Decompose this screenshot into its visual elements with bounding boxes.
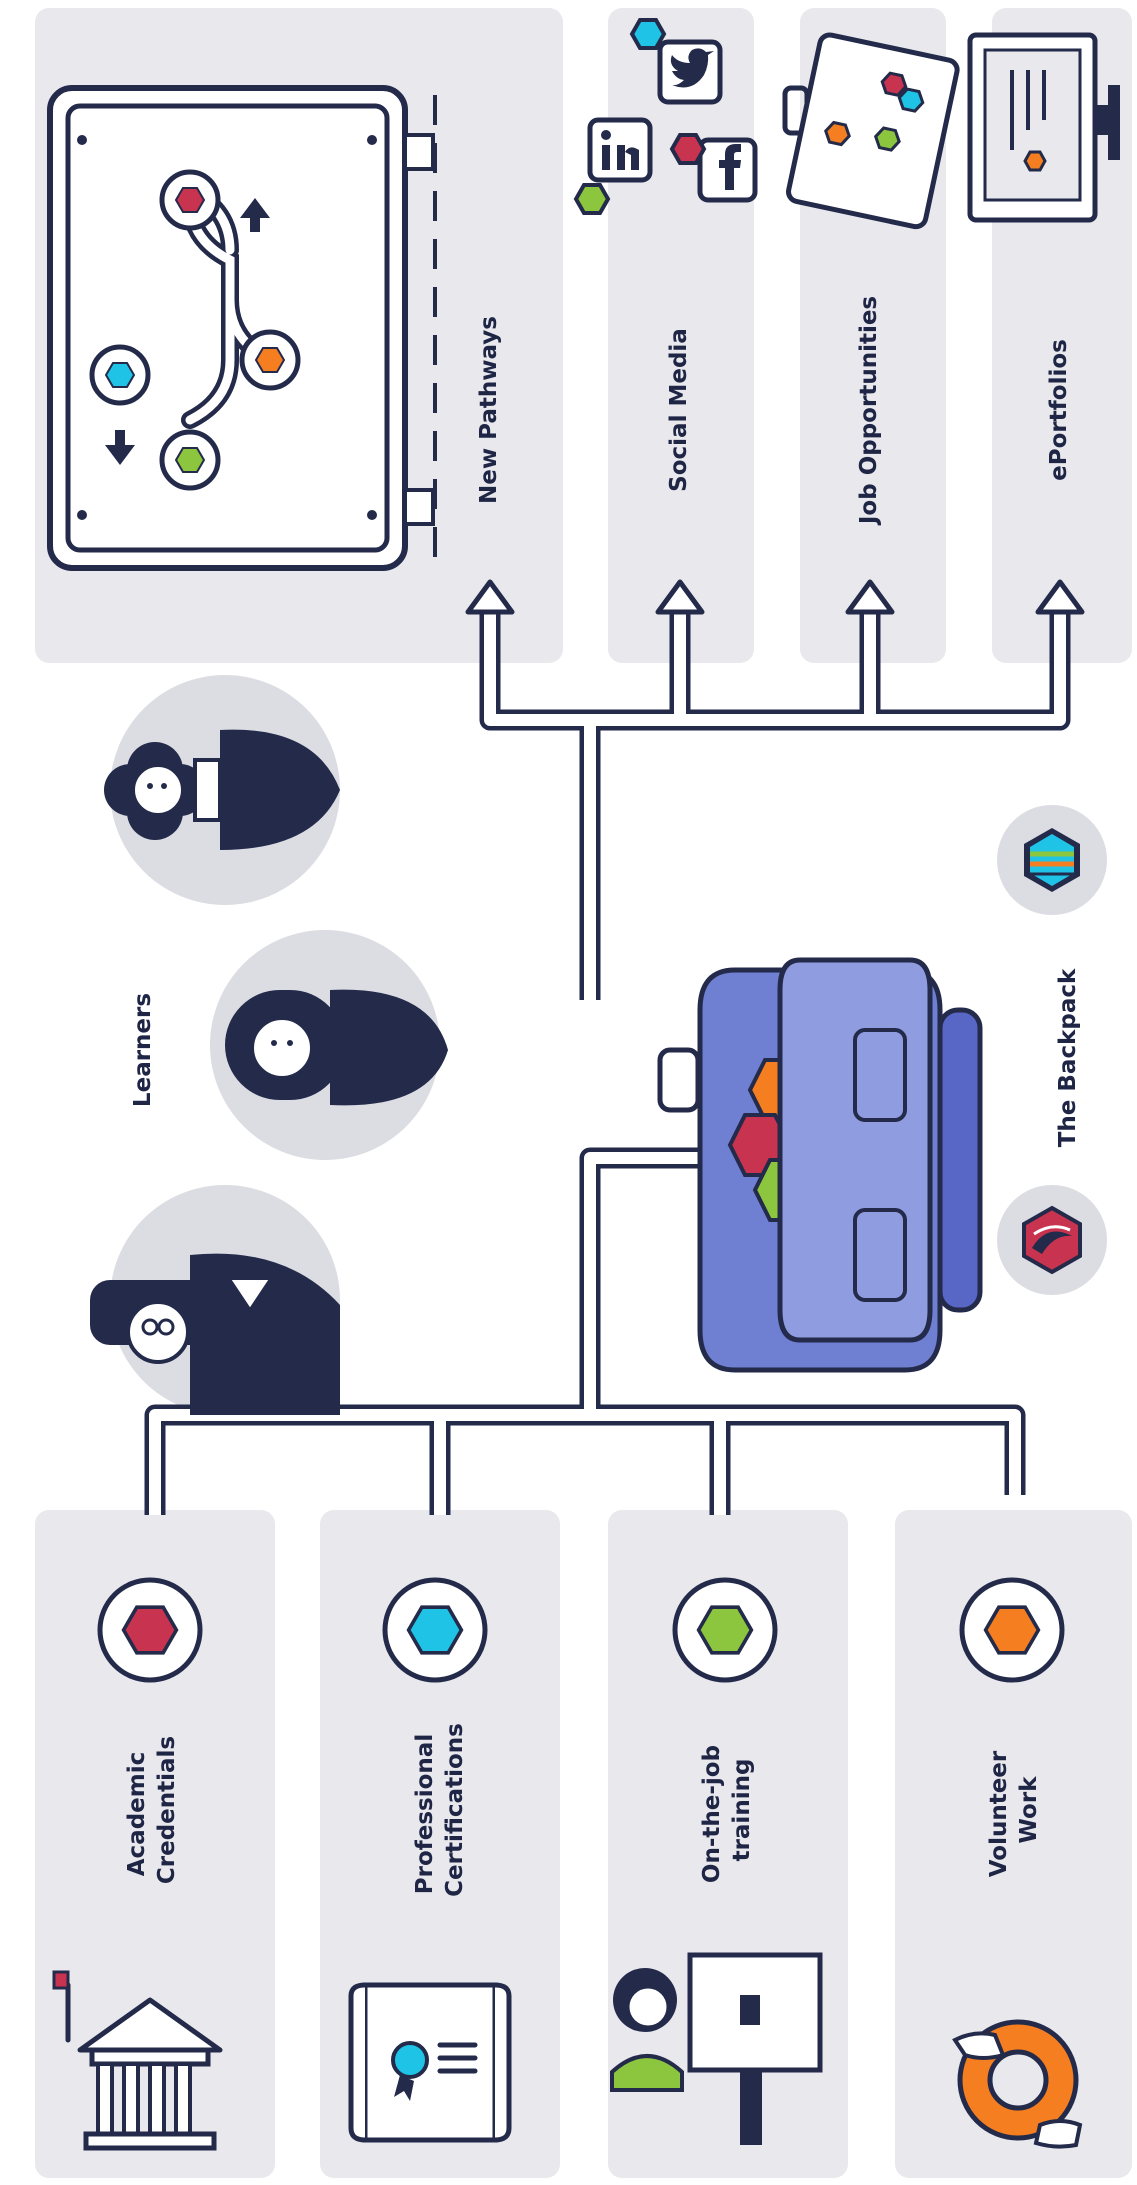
- badge-cyan-hexagon-icon: [385, 1580, 485, 1680]
- certificate-scroll-icon: [351, 1985, 509, 2140]
- twitter-icon: [660, 42, 720, 102]
- eportfolios-label: ePortfolios: [1046, 339, 1072, 481]
- badge-orange-hexagon-icon: [962, 1580, 1062, 1680]
- pathway-signboard-icon: [50, 88, 435, 568]
- new-pathways-label: New Pathways: [476, 316, 502, 504]
- learner-woman-long-hair: [225, 990, 448, 1106]
- job-opportunities-label: Job Opportunities: [856, 296, 882, 526]
- backpack-label: The Backpack: [1055, 968, 1081, 1147]
- learners-label: Learners: [130, 993, 156, 1107]
- linkedin-icon: [590, 120, 650, 180]
- monitor-icon: [970, 35, 1120, 220]
- badge-green-hexagon-icon: [675, 1580, 775, 1680]
- backpack-illustration: [660, 960, 980, 1370]
- facebook-icon: [700, 140, 755, 200]
- social-media-label: Social Media: [666, 328, 692, 492]
- swoosh-badge-icon: [1024, 1208, 1080, 1272]
- badge-red-hexagon-icon: [100, 1580, 200, 1680]
